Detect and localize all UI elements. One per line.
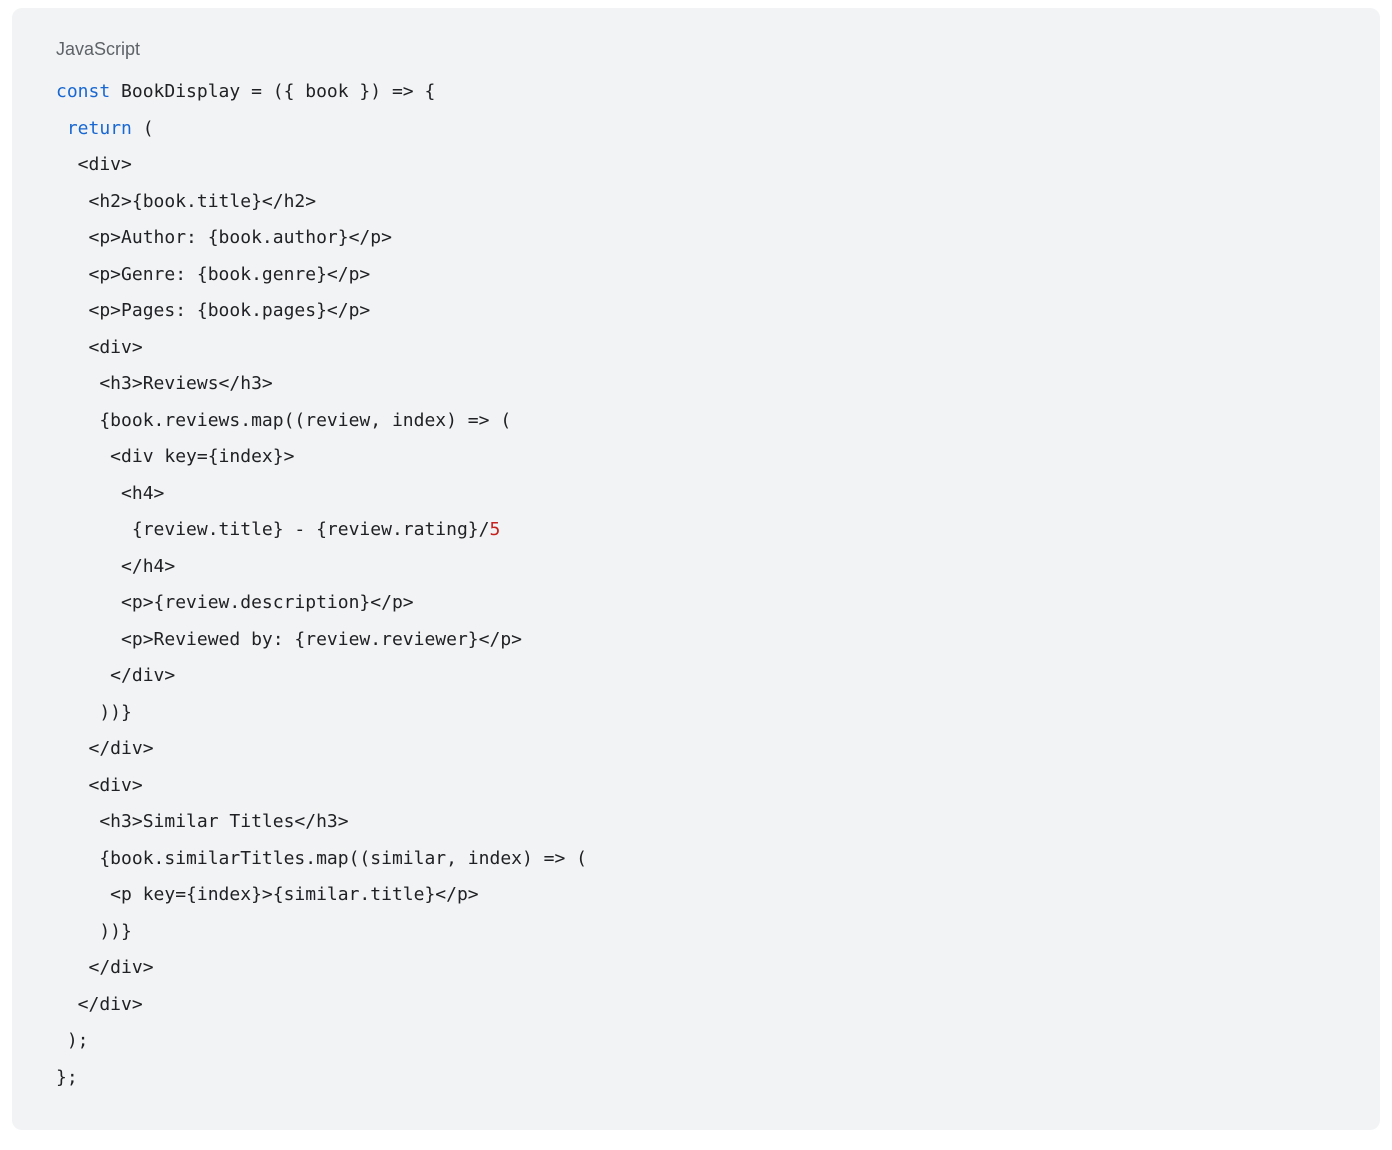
code-text-token: <h3>Reviews</h3> (56, 373, 273, 394)
code-line: <div> (56, 768, 1336, 805)
code-text-token: </div> (56, 957, 154, 978)
code-line: <p>{review.description}</p> (56, 585, 1336, 622)
code-text-token: ( (131, 117, 154, 139)
code-line: ))} (56, 695, 1336, 732)
code-text-token: <div> (56, 154, 132, 175)
code-line: <p>Pages: {book.pages}</p> (56, 293, 1336, 330)
code-line: <h4> (56, 476, 1336, 513)
code-line: const BookDisplay = ({ book }) => { (56, 74, 1336, 111)
code-text-token: <div> (56, 774, 143, 796)
code-text-token: </div> (56, 665, 176, 686)
code-line: ))} (56, 914, 1336, 951)
code-line: <h2>{book.title}</h2> (56, 184, 1336, 221)
code-text-token: <p>Author: {book.author}</p> (56, 227, 392, 248)
code-line: <h3>Reviews</h3> (56, 366, 1336, 403)
code-text-token: <div> (56, 336, 143, 358)
code-line: ); (56, 1023, 1336, 1060)
code-text-token: {book.reviews.map((review, index) => ( (56, 409, 512, 431)
code-text-token: }; (56, 1066, 78, 1088)
code-line: </div> (56, 987, 1336, 1024)
code-text-token: <h2>{book.title}</h2> (56, 190, 317, 212)
code-line: return ( (56, 111, 1336, 148)
code-text-token: BookDisplay = ({ book }) => { (110, 81, 436, 102)
code-line: <p>Reviewed by: {review.reviewer}</p> (56, 622, 1336, 659)
code-text-token: <h4> (56, 482, 165, 504)
code-line: {review.title} - {review.rating}/5 (56, 512, 1336, 549)
code-line: </div> (56, 658, 1336, 695)
code-number-token: 5 (489, 519, 501, 540)
code-text-token: <p>{review.description}</p> (56, 592, 414, 613)
code-text-token: {book.similarTitles.map((similar, index)… (56, 847, 588, 869)
code-text-token: </h4> (56, 555, 176, 577)
code-text-token: ))} (56, 701, 132, 723)
code-text-token: </div> (56, 993, 143, 1015)
code-content: const BookDisplay = ({ book }) => { retu… (56, 74, 1336, 1096)
code-text-token: </div> (56, 738, 154, 759)
code-text-token (56, 118, 67, 139)
code-text-token: {review.title} - {review.rating}/ (56, 519, 490, 540)
code-line: <p>Genre: {book.genre}</p> (56, 257, 1336, 294)
code-text-token: <p>Reviewed by: {review.reviewer}</p> (56, 628, 522, 650)
code-line: </div> (56, 731, 1336, 768)
code-text-token: <p>Genre: {book.genre}</p> (56, 263, 371, 285)
code-line: {book.reviews.map((review, index) => ( (56, 403, 1336, 440)
code-text-token: ); (56, 1030, 89, 1051)
code-text-token: <h3>Similar Titles</h3> (56, 811, 349, 832)
code-text-token: <p>Pages: {book.pages}</p> (56, 300, 371, 321)
code-line: <div> (56, 147, 1336, 184)
code-line: }; (56, 1060, 1336, 1097)
code-keyword-token: const (56, 81, 111, 102)
code-line: <div key={index}> (56, 439, 1336, 476)
code-block-card: JavaScript const BookDisplay = ({ book }… (12, 8, 1380, 1130)
code-line: {book.similarTitles.map((similar, index)… (56, 841, 1336, 878)
code-text-token: <p key={index}>{similar.title}</p> (56, 884, 479, 905)
code-line: <p>Author: {book.author}</p> (56, 220, 1336, 257)
code-keyword-token: return (66, 117, 132, 139)
code-line: </div> (56, 950, 1336, 987)
code-line: <div> (56, 330, 1336, 367)
code-line: <p key={index}>{similar.title}</p> (56, 877, 1336, 914)
code-text-token: <div key={index}> (56, 446, 295, 467)
code-text-token: ))} (56, 920, 132, 942)
code-language-label: JavaScript (56, 39, 141, 59)
code-line: </h4> (56, 549, 1336, 586)
code-line: <h3>Similar Titles</h3> (56, 804, 1336, 841)
